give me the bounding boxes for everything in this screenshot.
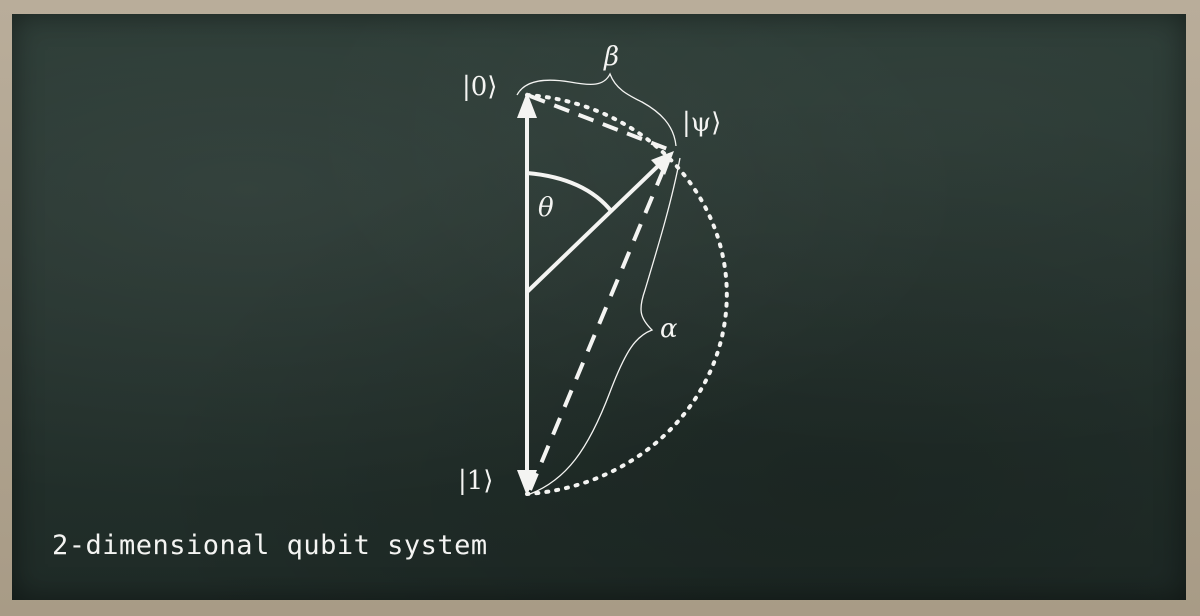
psi-vector [525,164,660,294]
ket1-label: |1⟩ [458,466,494,496]
caption: 2-dimensional qubit system [52,530,488,561]
ket0-label: |0⟩ [462,72,498,102]
arrowhead-ket0 [517,92,537,118]
dashed-alpha-line [528,153,672,491]
alpha-label: α [660,314,678,344]
theta-angle-arc [526,171,614,214]
theta-label: θ [538,193,554,223]
dotted-circle-arc [525,93,729,496]
beta-brace [516,72,677,147]
arrowhead-ket1 [517,470,537,496]
beta-label: β [604,42,620,72]
chalkboard [12,14,1186,600]
alpha-brace [529,157,681,495]
psi-label: |ψ⟩ [682,108,722,138]
